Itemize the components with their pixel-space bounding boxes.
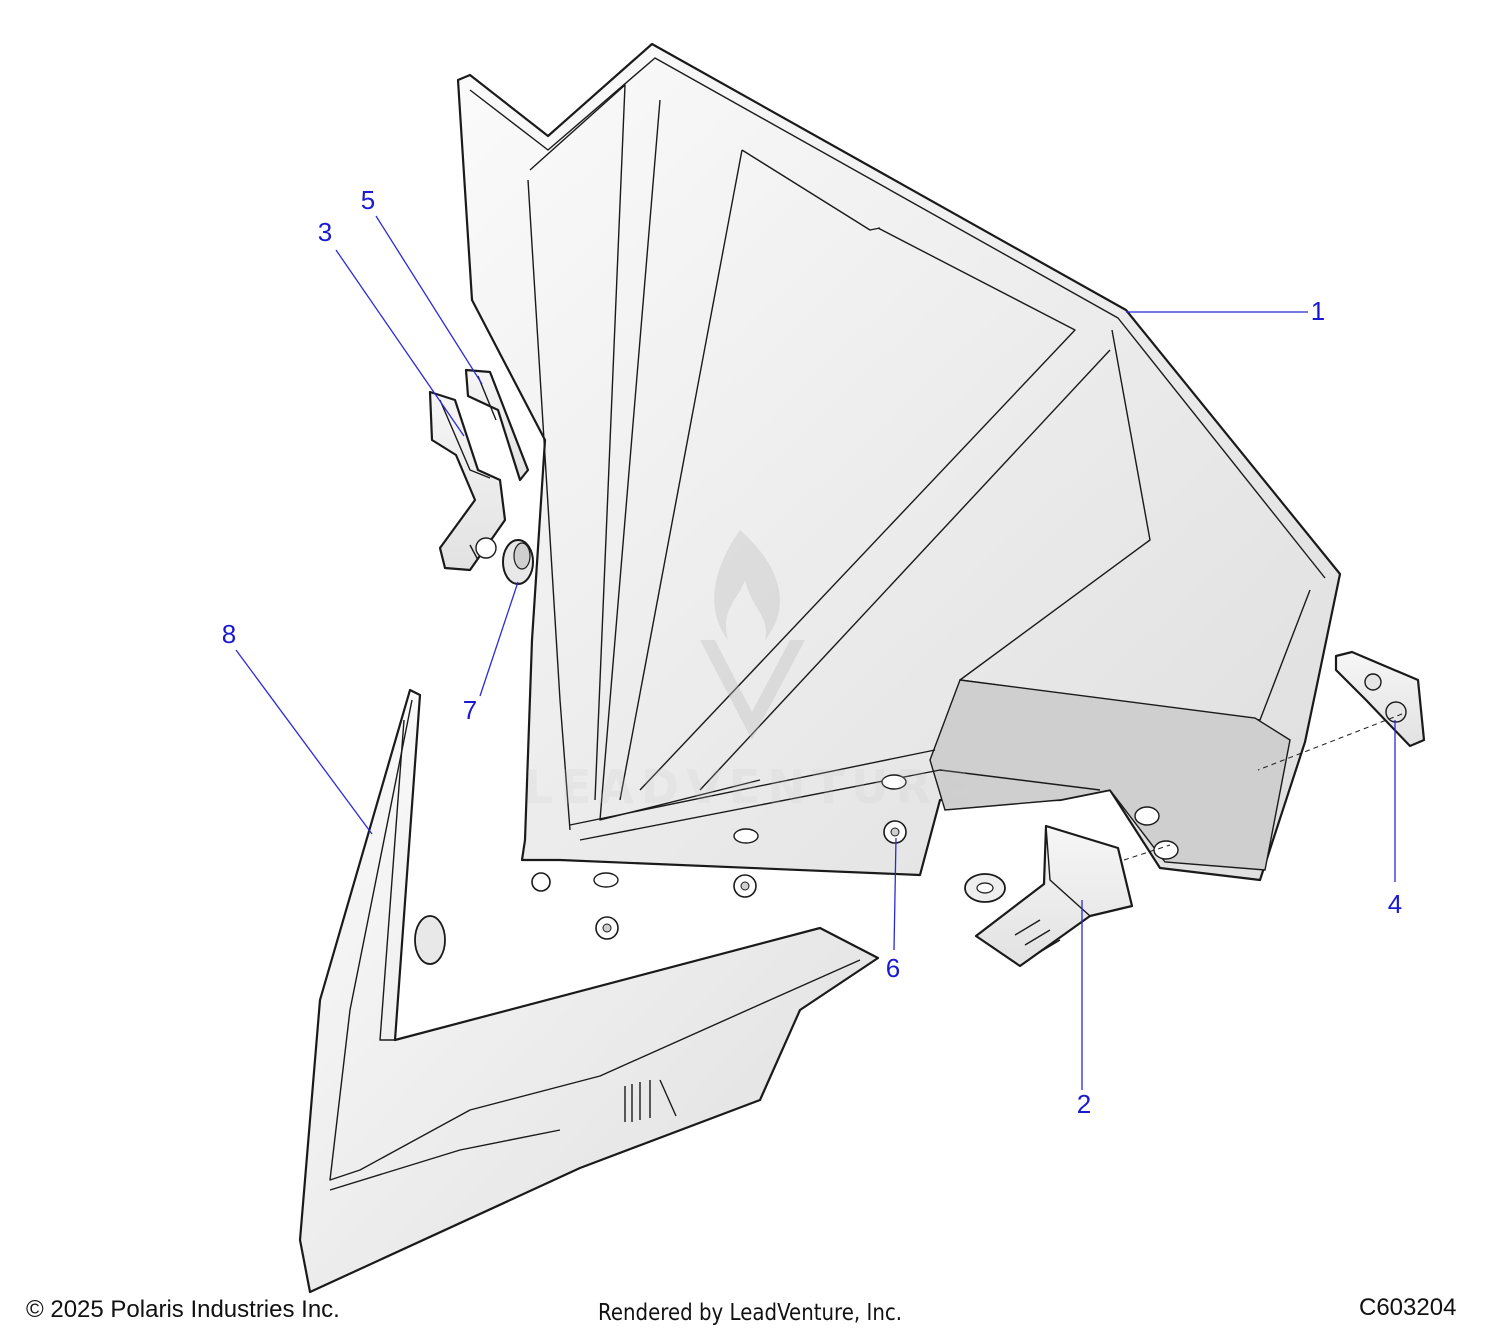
copyright-notice: © 2025 Polaris Industries Inc. — [26, 1296, 340, 1323]
rendered-by-credit: Rendered by LeadVenture, Inc. — [598, 1300, 903, 1326]
callout-1: 1 — [1311, 296, 1325, 326]
callout-numbers: 1 2 3 4 5 6 7 8 — [222, 185, 1402, 1119]
callout-2: 2 — [1077, 1089, 1091, 1119]
part-2-clip — [964, 824, 1171, 968]
part-7-grommet — [502, 539, 534, 585]
part-4-bracket — [1257, 650, 1426, 771]
part-8-lower-panel — [298, 688, 880, 1294]
callout-4: 4 — [1388, 889, 1402, 919]
leader-lines — [235, 215, 1396, 1090]
callout-7: 7 — [463, 695, 477, 725]
callout-8: 8 — [222, 619, 236, 649]
leadventure-watermark: LEADVENTURE — [524, 530, 977, 814]
diagram-code: C603204 — [1359, 1294, 1457, 1321]
callout-3: 3 — [318, 217, 332, 247]
callout-6: 6 — [886, 953, 900, 983]
callout-5: 5 — [361, 185, 375, 215]
part-3-bracket — [428, 390, 507, 572]
part-6-fasteners — [531, 820, 907, 940]
part-1-main-panel — [456, 42, 1342, 888]
watermark-text: LEADVENTURE — [524, 760, 977, 814]
